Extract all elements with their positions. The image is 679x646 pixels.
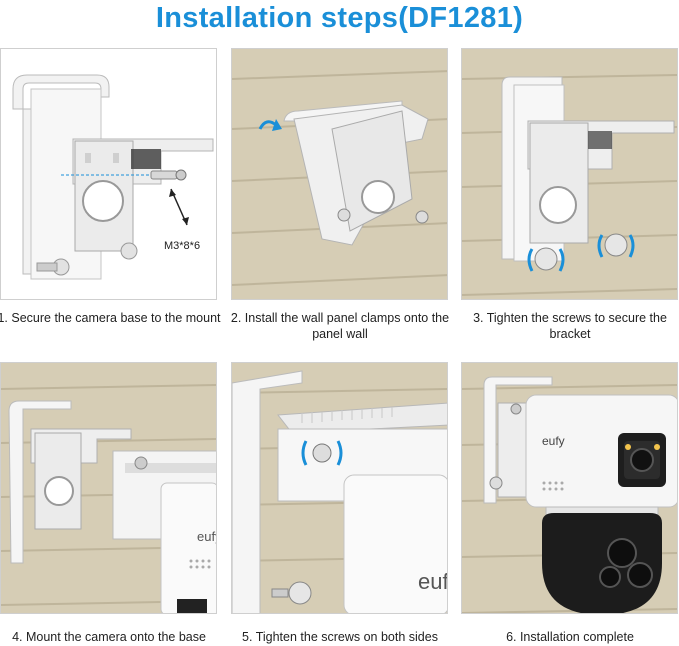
step-1-image: M3*8*6 (0, 48, 217, 300)
camera-brand-logo-final: eufy (542, 434, 565, 448)
step-5-image: eufy (231, 362, 448, 614)
step-6-image: eufy (461, 362, 678, 614)
step-4-caption: 4. Mount the camera onto the base (12, 630, 206, 644)
step-4-image: eufy (0, 362, 217, 614)
step-5-caption: 5. Tighten the screws on both sides (242, 630, 438, 644)
camera-brand-logo-large: eufy (418, 569, 448, 594)
screw-size-label: M3*8*6 (164, 240, 200, 252)
step-2-caption: 2. Install the wall panel clamps onto th… (230, 311, 450, 341)
step-2-image (231, 48, 448, 300)
step-3-image (461, 48, 678, 300)
step-3-caption: 3. Tighten the screws to secure the brac… (473, 311, 667, 341)
camera-brand-logo: eufy (197, 529, 217, 544)
page-title: Installation steps(DF1281) (155, 2, 524, 34)
step-1-caption: 1. Secure the camera base to the mount (0, 311, 221, 325)
step-6-caption: 6. Installation complete (506, 630, 634, 644)
